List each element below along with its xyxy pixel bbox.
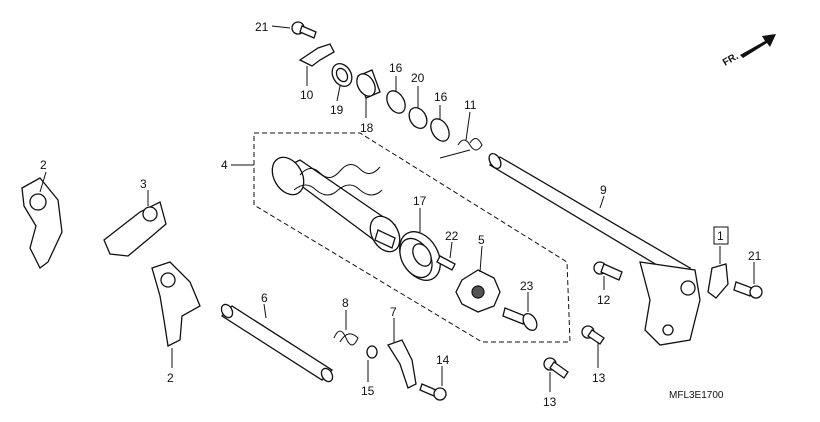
callout-16-a: 16 bbox=[389, 61, 403, 75]
bolt-12 bbox=[593, 261, 623, 281]
gearshift-spindle bbox=[488, 152, 701, 346]
shift-drum bbox=[271, 156, 401, 253]
callout-15: 15 bbox=[361, 384, 375, 398]
spindle-bracket bbox=[707, 263, 729, 299]
bolt-14 bbox=[419, 383, 447, 401]
bolt-21-top bbox=[291, 21, 317, 39]
callout-1-box bbox=[713, 226, 729, 245]
washer-16-b bbox=[430, 118, 450, 142]
callout-21-right: 21 bbox=[748, 249, 762, 263]
callout-4: 4 bbox=[221, 158, 228, 172]
callout-9: 9 bbox=[600, 183, 607, 197]
callout-18: 18 bbox=[360, 121, 374, 135]
callout-12: 12 bbox=[597, 293, 611, 307]
callout-1: 1 bbox=[717, 229, 724, 243]
callout-20: 20 bbox=[411, 71, 425, 85]
callout-7: 7 bbox=[390, 305, 397, 319]
dowel-pin bbox=[436, 255, 456, 271]
shift-drum-plate bbox=[298, 43, 335, 67]
callout-14: 14 bbox=[436, 353, 450, 367]
callout-5: 5 bbox=[478, 233, 485, 247]
front-direction-arrow: FR. bbox=[721, 34, 776, 69]
shift-fork-2-top bbox=[21, 177, 63, 269]
stopper-spring-8 bbox=[333, 330, 359, 346]
callout-10: 10 bbox=[300, 88, 314, 102]
bearing-19 bbox=[331, 63, 353, 87]
callout-3: 3 bbox=[140, 177, 147, 191]
bearing-17 bbox=[399, 231, 441, 281]
assembly-outline bbox=[253, 132, 571, 343]
callout-2-bottom: 2 bbox=[167, 371, 174, 385]
callout-labels: 21 10 19 18 16 20 16 11 4 2 3 9 17 22 5 … bbox=[40, 20, 762, 409]
callout-22: 22 bbox=[445, 229, 459, 243]
needle-bearing-18 bbox=[356, 69, 381, 99]
washer-15 bbox=[366, 345, 378, 359]
callout-13-right: 13 bbox=[592, 371, 606, 385]
bolt-13-right bbox=[581, 325, 605, 345]
drawing-code: MFL3E1700 bbox=[669, 390, 724, 401]
callout-6: 6 bbox=[261, 291, 268, 305]
callout-8: 8 bbox=[342, 296, 349, 310]
direction-label: FR. bbox=[721, 51, 741, 69]
clip-20 bbox=[408, 107, 428, 129]
callout-11: 11 bbox=[464, 98, 477, 112]
return-spring-11 bbox=[439, 138, 483, 159]
shift-fork-2-bottom bbox=[151, 261, 201, 347]
callout-21-top: 21 bbox=[255, 20, 269, 34]
bolt-13-left bbox=[543, 357, 569, 379]
callout-23: 23 bbox=[520, 279, 534, 293]
washer-16-a bbox=[386, 90, 406, 114]
leader-lines bbox=[39, 25, 755, 392]
callout-19: 19 bbox=[330, 103, 344, 117]
bolt-21-right bbox=[733, 281, 763, 299]
stopper-plate bbox=[455, 269, 501, 313]
callout-2-top: 2 bbox=[40, 158, 47, 172]
callout-17: 17 bbox=[413, 194, 427, 208]
stopper-arm-7 bbox=[387, 339, 417, 389]
callout-16-b: 16 bbox=[434, 90, 448, 104]
bolt-23 bbox=[502, 307, 538, 332]
fork-shaft bbox=[220, 303, 334, 383]
callout-13-left: 13 bbox=[543, 395, 557, 409]
shift-fork-3 bbox=[103, 201, 167, 257]
